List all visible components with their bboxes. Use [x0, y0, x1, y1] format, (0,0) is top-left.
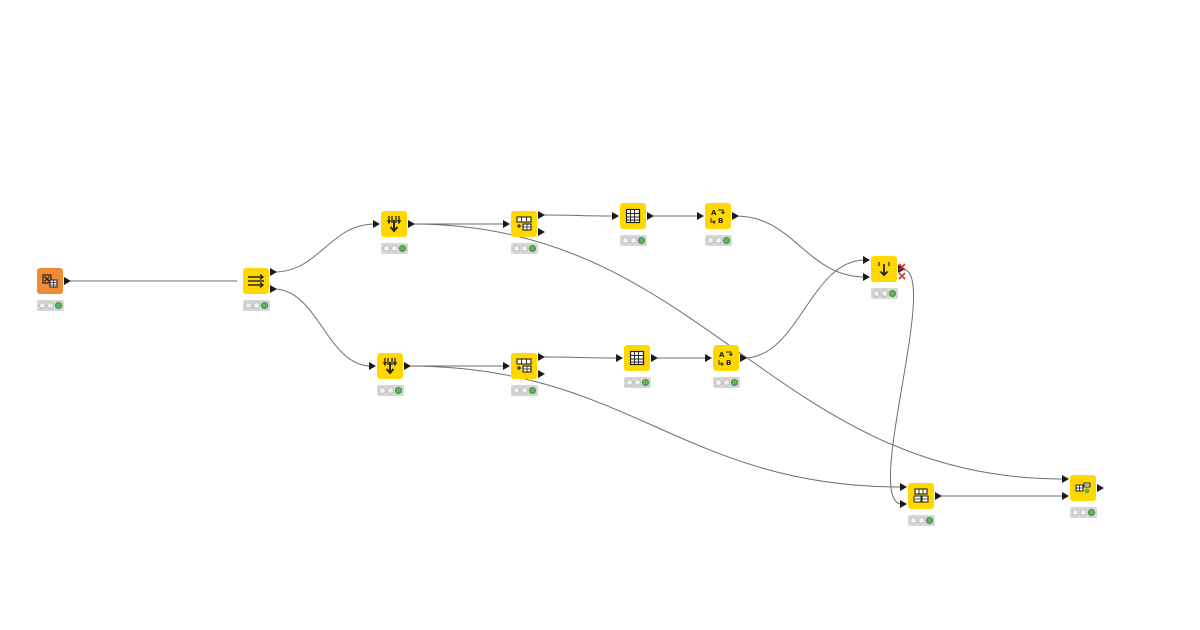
output-port[interactable] [270, 268, 277, 276]
node-status [243, 300, 270, 311]
joiner-icon [913, 488, 929, 503]
column-filter-icon [383, 358, 397, 375]
column-splitter-icon [248, 273, 265, 289]
connection-edge[interactable] [735, 215, 866, 278]
svg-text:B: B [726, 359, 731, 367]
node-status [908, 515, 935, 526]
node-status [705, 235, 732, 246]
node-status [871, 288, 898, 299]
input-port[interactable] [705, 354, 712, 362]
inactive-port-icon [898, 272, 906, 280]
node-status [624, 377, 651, 388]
node-status [713, 377, 740, 388]
output-port[interactable] [408, 220, 415, 228]
connection-edge[interactable] [541, 356, 619, 359]
node-status [381, 243, 408, 254]
row-splitter-icon [516, 216, 532, 231]
input-port[interactable] [863, 273, 870, 281]
input-port[interactable] [616, 354, 623, 362]
input-port[interactable] [1062, 475, 1069, 483]
input-port[interactable] [503, 362, 510, 370]
concatenate-icon [878, 262, 890, 277]
inactive-port-icon [898, 263, 906, 271]
node-status [37, 300, 64, 311]
input-port[interactable] [1062, 492, 1069, 500]
table-icon [629, 350, 645, 366]
output-port[interactable] [1097, 484, 1104, 492]
output-port[interactable] [647, 212, 654, 220]
connection-edge[interactable] [273, 223, 376, 273]
output-port[interactable] [538, 353, 545, 361]
svg-text:A: A [711, 209, 717, 217]
column-filter-node[interactable] [377, 353, 403, 379]
output-port[interactable] [538, 211, 545, 219]
output-port[interactable] [538, 370, 545, 378]
output-port[interactable] [732, 212, 739, 220]
node-status [620, 235, 647, 246]
input-port[interactable] [900, 483, 907, 491]
output-port[interactable] [404, 362, 411, 370]
column-appender-node[interactable] [1070, 475, 1096, 501]
column-rename-icon: AB [718, 351, 733, 367]
input-port[interactable] [612, 212, 619, 220]
output-port[interactable] [64, 277, 71, 285]
joiner-node[interactable] [908, 483, 934, 509]
splitter-node[interactable] [243, 268, 269, 294]
svg-text:A: A [719, 351, 725, 359]
row-splitter-node[interactable] [511, 353, 537, 379]
output-port[interactable] [740, 354, 747, 362]
connection-edge[interactable] [889, 268, 915, 505]
output-port[interactable] [270, 285, 277, 293]
svg-text:B: B [718, 217, 723, 225]
table-icon [625, 208, 641, 224]
column-rename-icon: AB [710, 209, 725, 225]
output-port[interactable] [651, 354, 658, 362]
input-port[interactable] [503, 220, 510, 228]
output-port[interactable] [538, 228, 545, 236]
node-status [377, 385, 404, 396]
connection-edge[interactable] [743, 259, 866, 359]
table-view-node[interactable] [620, 203, 646, 229]
node-status [511, 243, 538, 254]
connection-edge[interactable] [273, 288, 372, 367]
input-port[interactable] [900, 500, 907, 508]
row-splitter-node[interactable] [511, 211, 537, 237]
excel-reader-node[interactable] [37, 268, 63, 294]
output-port[interactable] [898, 265, 905, 273]
row-splitter-icon [516, 358, 532, 373]
table-view-node[interactable] [624, 345, 650, 371]
column-filter-icon [387, 216, 401, 233]
input-port[interactable] [863, 256, 870, 264]
input-port[interactable] [373, 220, 380, 228]
input-port[interactable] [369, 362, 376, 370]
excel-reader-icon [42, 274, 58, 288]
input-port[interactable] [697, 212, 704, 220]
node-status [1070, 507, 1097, 518]
connection-edge[interactable] [407, 365, 903, 488]
output-port[interactable] [935, 492, 942, 500]
node-status [511, 385, 538, 396]
column-appender-icon [1075, 482, 1091, 494]
connection-edge[interactable] [541, 214, 615, 217]
concatenate-node[interactable] [871, 256, 897, 282]
column-filter-node[interactable] [381, 211, 407, 237]
